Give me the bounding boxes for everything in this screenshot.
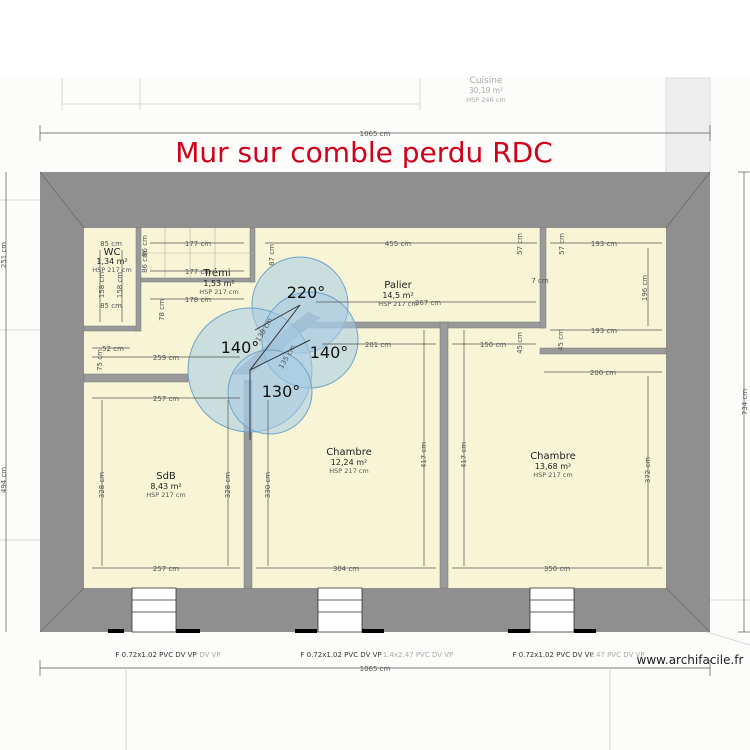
room-wc-area: 1,34 m²	[96, 257, 127, 266]
angle-label-140-left: 140°	[221, 338, 260, 357]
room-chambre-1-name: Chambre	[326, 447, 372, 458]
dim-wc-h2: 158 cm	[116, 272, 124, 298]
window-3-ghost: 2.47 PVC DV VP	[589, 651, 644, 659]
dim-sdb-top: 257 cm	[153, 395, 179, 403]
room-chambre-2: Chambre 13,68 m² HSP 217 cm	[530, 451, 576, 479]
room-palier-area: 14,5 m²	[382, 291, 413, 300]
dim-sdb-l: 328 cm	[98, 472, 106, 498]
dim-hall-52: 52 cm	[102, 345, 124, 353]
dim-tremi-w1: 177 cm	[185, 240, 211, 248]
dim-wc-w: 85 cm	[100, 240, 122, 248]
bg-room-hsp: HSP 246 cm	[466, 96, 505, 104]
room-sdb-hsp: HSP 217 cm	[146, 491, 185, 499]
dim-ch2-r: 372 cm	[644, 457, 652, 483]
dim-palier-45b: 45 cm	[557, 329, 565, 351]
room-chambre-1-area: 12,24 m²	[331, 458, 367, 467]
angle-label-140-right: 140°	[310, 343, 349, 362]
dim-overall-right: 734 cm	[741, 389, 749, 415]
dim-palier-200: 200 cm	[590, 369, 616, 377]
wall-corner-lines	[39, 171, 711, 633]
room-sdb-name: SdB	[156, 471, 176, 482]
dim-sdb-r: 328 cm	[224, 472, 232, 498]
dim-palier-196: 196 cm	[641, 275, 649, 301]
dim-ch1-r: 417 cm	[420, 442, 428, 468]
room-palier-hsp: HSP 217 cm	[378, 300, 417, 308]
dim-sdb-bot: 257 cm	[153, 565, 179, 573]
room-floors	[84, 228, 666, 588]
angle-labels: 220° 140° 140° 130°	[221, 283, 349, 401]
dim-overall-top: 1065 cm	[360, 130, 391, 138]
room-palier: Palier 14,5 m² HSP 217 cm	[378, 280, 417, 308]
room-wc: WC 1,34 m² HSP 217 cm	[92, 247, 131, 274]
room-chambre-2-name: Chambre	[530, 451, 576, 462]
bg-room-area: 30,19 m²	[469, 86, 503, 95]
dim-palier-7: 7 cm	[531, 277, 549, 285]
window-3-label: F 0.72x1.02 PVC DV VP	[512, 651, 593, 659]
room-tremi-hsp: HSP 217 cm	[199, 288, 238, 296]
room-chambre-2-area: 13,68 m²	[535, 462, 571, 471]
windows	[108, 587, 596, 633]
door-arc-sdb	[227, 349, 313, 435]
dim-palier-201: 201 cm	[365, 341, 391, 349]
dim-overall-bottom: 1065 cm	[360, 665, 391, 673]
room-chambre-1: Chambre 12,24 m² HSP 217 cm	[326, 447, 372, 475]
bg-room-name: Cuisine	[470, 76, 503, 86]
room-chambre-1-hsp: HSP 217 cm	[329, 467, 368, 475]
room-chambre-2-hsp: HSP 217 cm	[533, 471, 572, 479]
window-1-ghost: DV VP	[199, 651, 220, 659]
watermark: www.archifacile.fr	[637, 653, 744, 667]
dim-tremi-w2: 177 cm	[185, 268, 211, 276]
dim-tremi-h3: 78 cm	[158, 299, 166, 321]
room-wc-hsp: HSP 217 cm	[92, 266, 131, 274]
angle-label-130: 130°	[262, 382, 301, 401]
room-tremi-name: Trémi	[202, 267, 230, 279]
dim-ch1-bot: 304 cm	[333, 565, 359, 573]
dim-palier-150: 150 cm	[480, 341, 506, 349]
room-palier-name: Palier	[384, 280, 412, 291]
room-tremi: Trémi 1,53 m² HSP 217 cm	[199, 267, 238, 296]
angle-label-220: 220°	[287, 283, 326, 302]
stair-treads	[141, 228, 254, 278]
dim-tremi-w3: 178 cm	[185, 296, 211, 304]
dim-palier-193b: 193 cm	[591, 327, 617, 335]
dim-hall-259: 259 cm	[153, 354, 179, 362]
window-1-label: F 0.72x1.02 PVC DV VP	[115, 651, 196, 659]
dim-wc-h1: 158 cm	[98, 272, 106, 298]
dim-ch2-bot: 350 cm	[544, 565, 570, 573]
window-2-label: F 0.72x1.02 PVC DV VP	[300, 651, 381, 659]
room-tremi-area: 1,53 m²	[203, 279, 234, 288]
window-1	[108, 587, 200, 633]
dimension-labels: 1065 cm 1065 cm 734 cm 251 cm 494 cm 85 …	[0, 130, 749, 673]
dim-tremi-h1: 86 cm	[141, 235, 149, 257]
room-wc-name: WC	[104, 247, 121, 258]
dim-palier-367: 367 cm	[415, 299, 441, 307]
plan-title: Mur sur comble perdu RDC	[175, 136, 553, 169]
dim-palier-45a: 45 cm	[516, 332, 524, 354]
dim-palier-57a: 57 cm	[516, 233, 524, 255]
dim-ch2-l: 417 cm	[460, 442, 468, 468]
exterior-wall	[40, 172, 710, 632]
dim-ch1-l: 330 cm	[264, 472, 272, 498]
window-3	[508, 587, 596, 633]
dim-palier-top: 455 cm	[385, 240, 411, 248]
window-2	[295, 587, 384, 633]
window-2-ghost: 1.4x2.47 PVC DV VP	[383, 651, 454, 659]
room-labels: WC 1,34 m² HSP 217 cm Trémi 1,53 m² HSP …	[92, 247, 575, 499]
dim-tremi-h2: 86 cm	[141, 251, 149, 273]
dim-tremi-h4: 87 cm	[268, 244, 276, 266]
door-leaves	[249, 304, 311, 440]
dimension-lines	[5, 125, 750, 676]
dim-palier-57b: 57 cm	[558, 233, 566, 255]
room-sdb-area: 8,43 m²	[150, 482, 181, 491]
dim-wc-w2: 85 cm	[100, 302, 122, 310]
dim-palier-193a: 193 cm	[591, 240, 617, 248]
window-labels: F 0.72x1.02 PVC DV VP DV VP F 0.72x1.02 …	[115, 651, 644, 659]
dim-left-lower: 494 cm	[0, 467, 8, 493]
room-sdb: SdB 8,43 m² HSP 217 cm	[146, 471, 185, 499]
dim-left-upper: 251 cm	[0, 242, 8, 268]
dim-hall-75: 75 cm	[96, 349, 104, 371]
